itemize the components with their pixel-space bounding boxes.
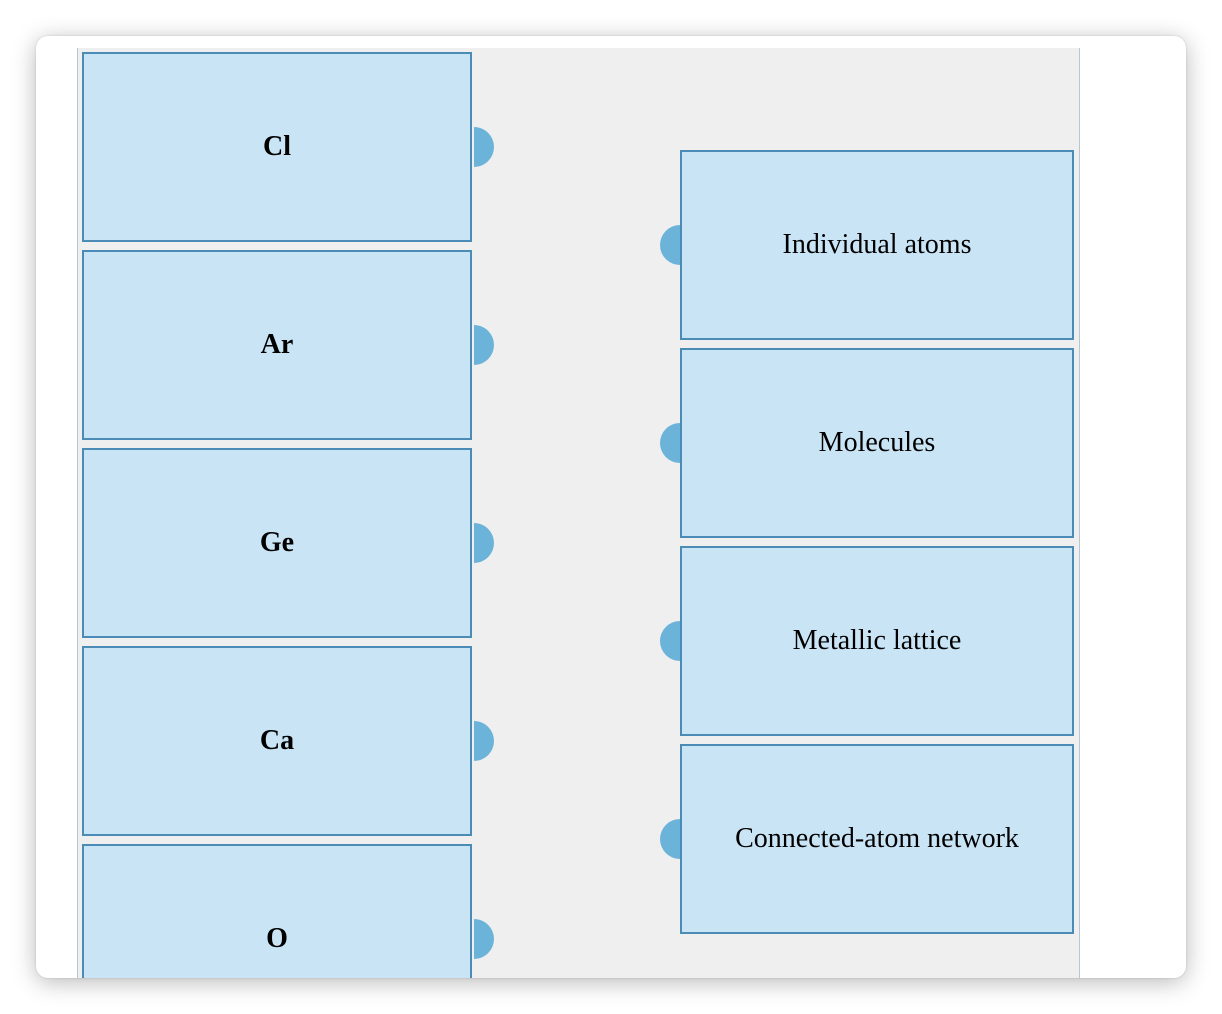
category-card-individual-atoms[interactable]: Individual atoms [680,150,1074,340]
connector-dot-o[interactable] [474,919,496,959]
connector-icon [474,325,494,365]
connector-icon [474,523,494,563]
connector-icon [474,919,494,959]
connector-dot-ar[interactable] [474,325,496,365]
connector-icon [660,225,680,265]
element-label: Ca [259,725,295,756]
connector-dot-molecules[interactable] [658,423,680,463]
element-label: O [266,923,288,954]
element-label: Ar [260,329,294,360]
connector-icon [660,819,680,859]
element-label: Cl [263,131,291,162]
connector-dot-cl[interactable] [474,127,496,167]
connector-dot-metallic-lattice[interactable] [658,621,680,661]
category-card-metallic-lattice[interactable]: Metallic lattice [680,546,1074,736]
category-label: Connected-atom network [735,823,1019,854]
element-card-ge[interactable]: Ge [82,448,472,638]
connector-dot-connected-atom-network[interactable] [658,819,680,859]
element-card-o[interactable]: O [82,844,472,978]
connector-dot-ca[interactable] [474,721,496,761]
connector-dot-ge[interactable] [474,523,496,563]
element-card-ar[interactable]: Ar [82,250,472,440]
element-card-cl[interactable]: Cl [82,52,472,242]
connector-icon [474,721,494,761]
matching-panel: Cl Ar Ge Ca O [77,48,1080,978]
category-label: Molecules [818,427,936,458]
element-card-ca[interactable]: Ca [82,646,472,836]
connector-dot-individual-atoms[interactable] [658,225,680,265]
matching-activity-window: Cl Ar Ge Ca O [36,36,1186,978]
category-label: Metallic lattice [792,625,962,656]
connector-icon [474,127,494,167]
element-label: Ge [259,527,295,558]
category-label: Individual atoms [782,229,972,260]
connector-icon [660,423,680,463]
category-card-molecules[interactable]: Molecules [680,348,1074,538]
category-card-connected-atom-network[interactable]: Connected-atom network [680,744,1074,934]
connector-icon [660,621,680,661]
